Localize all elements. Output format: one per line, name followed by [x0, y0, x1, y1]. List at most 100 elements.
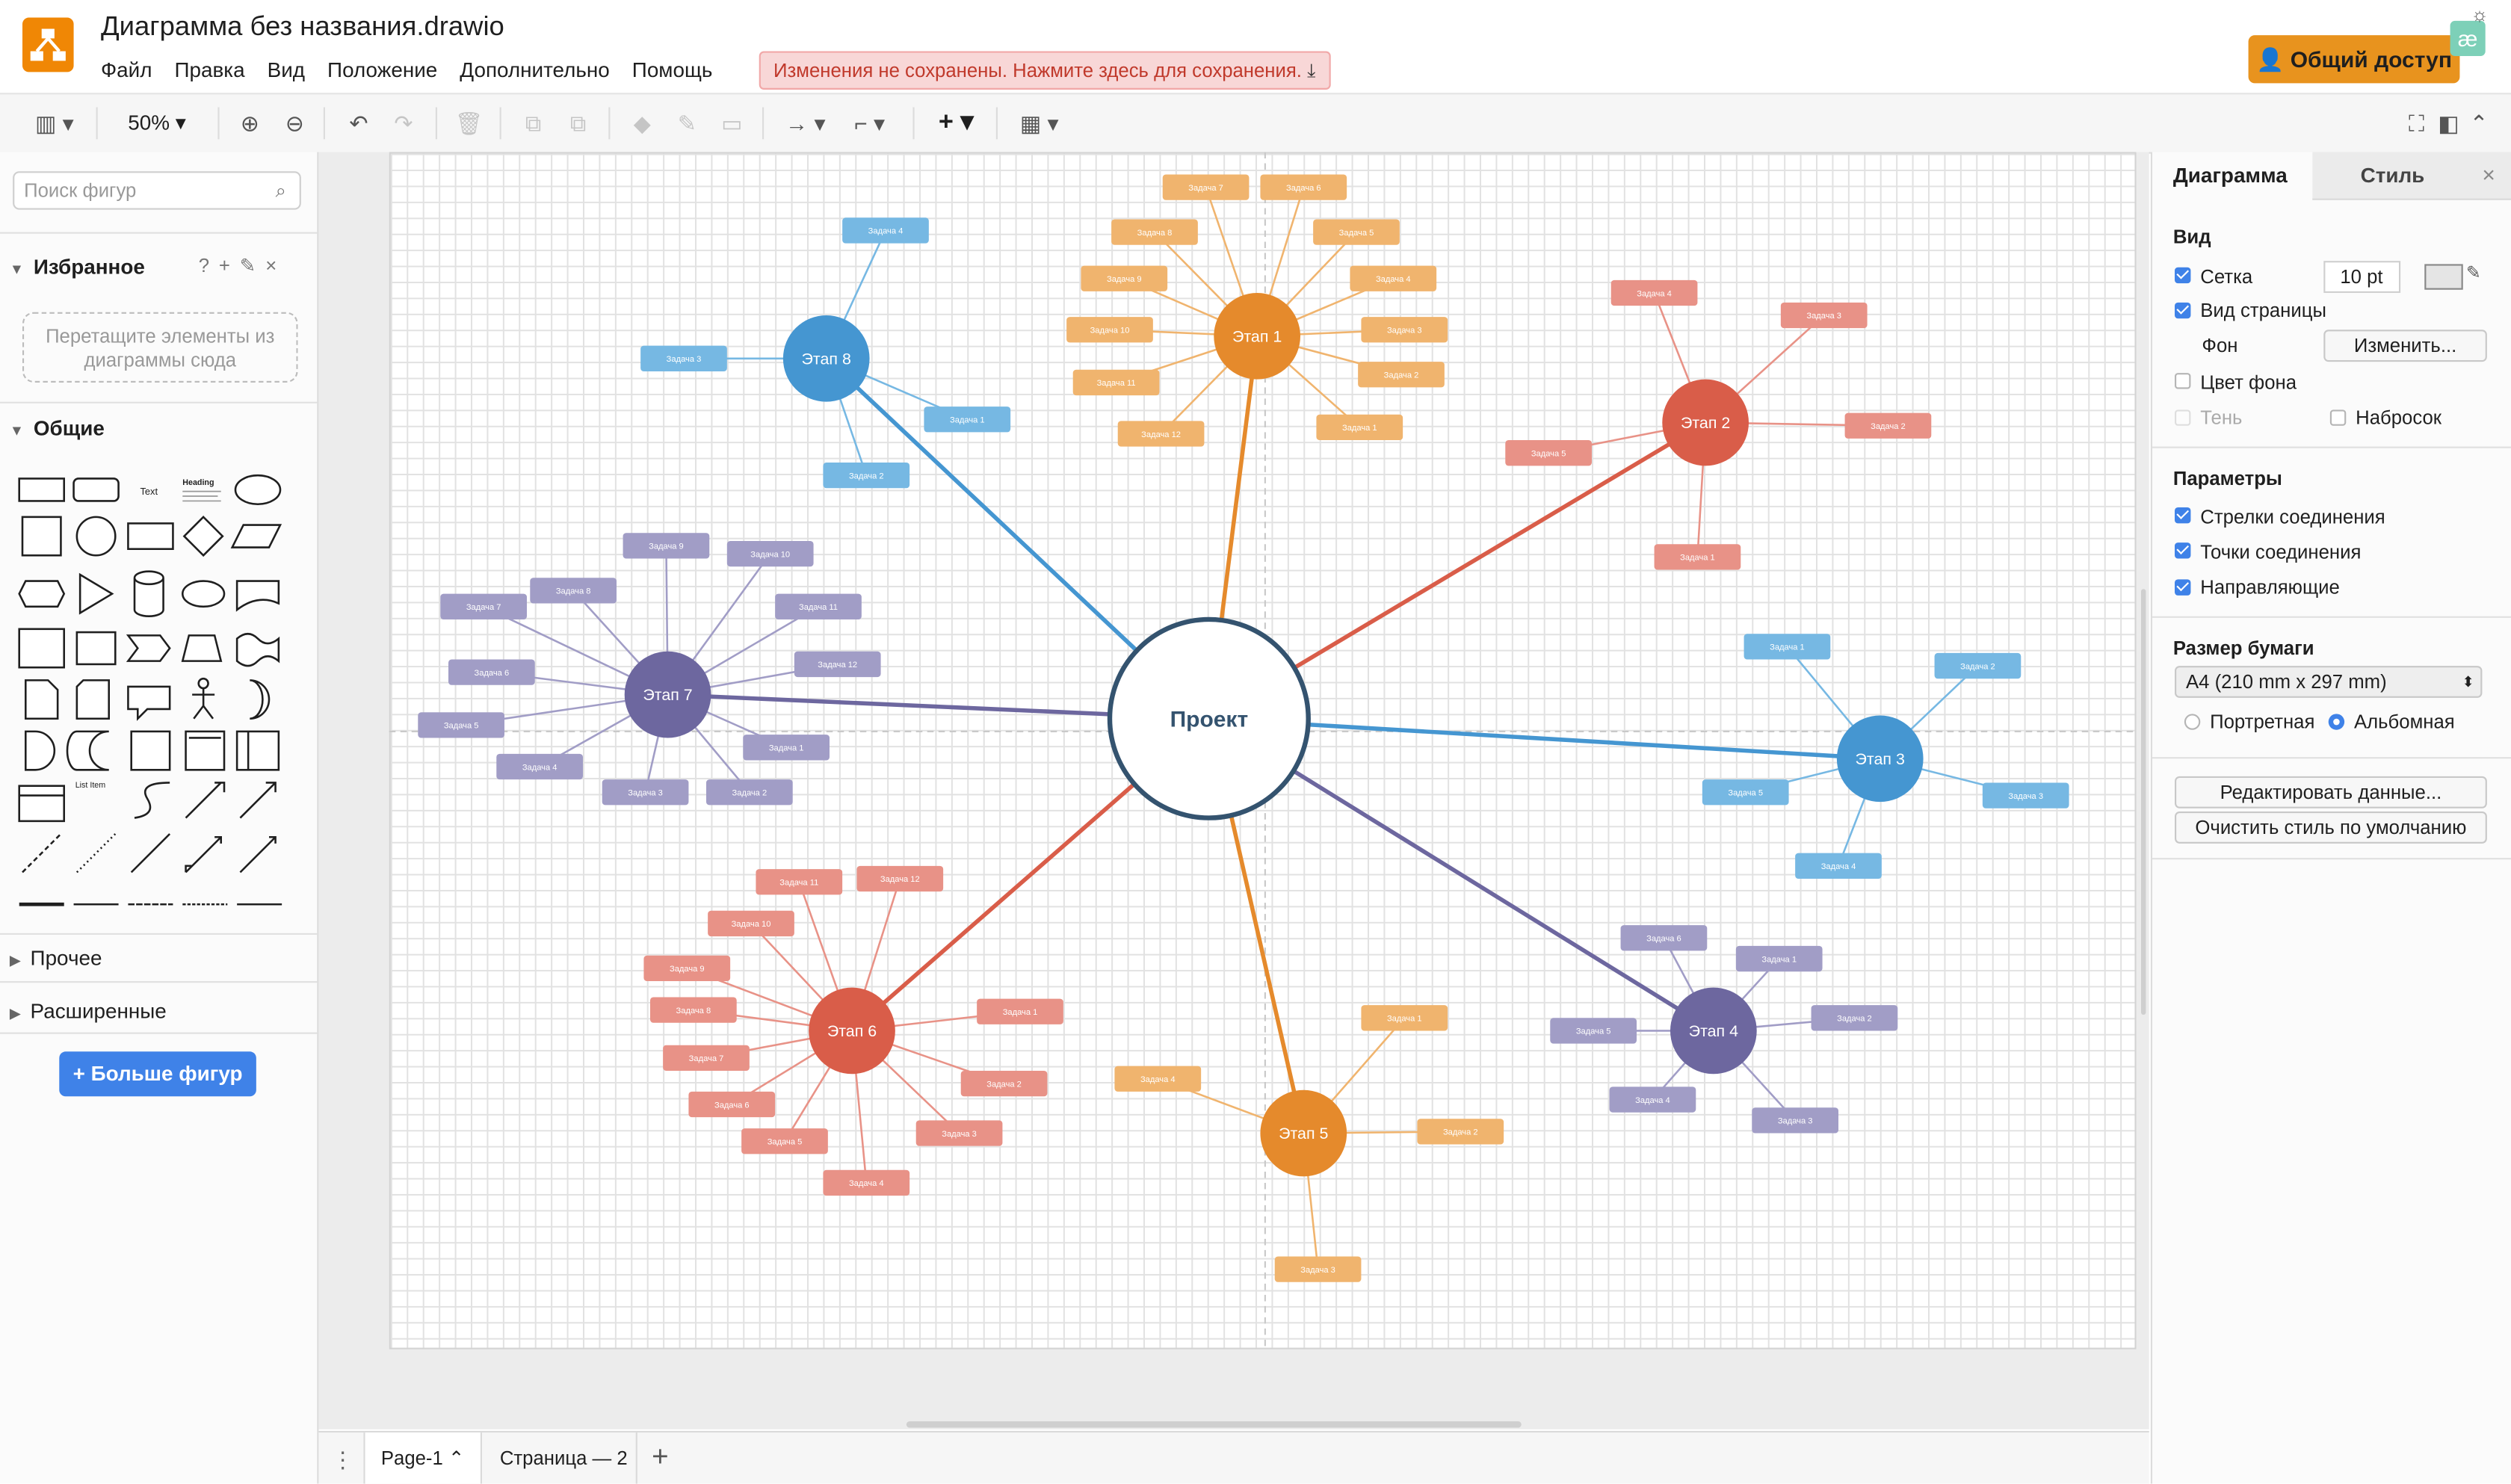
horizontal-scrollbar[interactable] [906, 1421, 1522, 1428]
format-panel-icon[interactable]: ◧ [2438, 110, 2459, 137]
edit-data-button[interactable]: Редактировать данные... [2175, 776, 2487, 809]
insert-plus-icon[interactable]: + ▾ [938, 108, 974, 137]
diagram-page[interactable] [389, 152, 2137, 1349]
shape-triangle[interactable] [78, 572, 114, 615]
menu-help[interactable]: Помощь [631, 58, 713, 82]
bg-color-checkbox[interactable] [2175, 373, 2191, 389]
zoom-out-icon[interactable]: ⊖ [285, 110, 304, 137]
grid-color-swatch[interactable] [2424, 264, 2463, 290]
menu-edit[interactable]: Правка [174, 58, 245, 82]
change-background-button[interactable]: Изменить... [2323, 330, 2487, 362]
shape-vertical-lane[interactable] [235, 730, 280, 771]
more-shapes-button[interactable]: + Больше фигур [59, 1051, 256, 1097]
page-tab-2[interactable]: Страница — 2 [492, 1432, 637, 1484]
shape-rounded-rectangle[interactable] [72, 477, 120, 502]
delete-icon[interactable]: 🗑 [454, 110, 484, 137]
connection-points-checkbox[interactable] [2175, 542, 2191, 559]
undo-icon[interactable]: ↶ [349, 110, 368, 137]
zoom-in-icon[interactable]: ⊕ [240, 110, 259, 137]
shape-text[interactable]: Text [140, 486, 158, 497]
shape-bidirectional-arrow[interactable] [185, 782, 226, 819]
add-icon[interactable]: + [218, 254, 240, 277]
general-header[interactable]: ▼Общие [9, 415, 105, 441]
page-view-checkbox[interactable] [2175, 302, 2191, 319]
shape-display[interactable] [66, 730, 109, 771]
grid-checkbox[interactable] [2175, 267, 2191, 284]
shape-or[interactable] [250, 679, 271, 720]
shape-diamond[interactable] [182, 516, 224, 557]
shape-document[interactable] [235, 580, 280, 612]
connection-style-icon[interactable]: → ▾ [785, 110, 826, 137]
sketch-checkbox[interactable] [2329, 409, 2347, 426]
edit-icon[interactable]: ✎ [239, 254, 266, 277]
add-page-icon[interactable]: + [652, 1440, 669, 1473]
shape-ellipse[interactable] [234, 474, 282, 506]
shape-step[interactable] [126, 634, 171, 662]
shape-hexagon[interactable] [18, 580, 66, 608]
close-panel-icon[interactable]: × [2482, 161, 2495, 188]
landscape-radio[interactable] [2328, 714, 2345, 730]
portrait-radio[interactable] [2184, 714, 2201, 730]
grid-size-input[interactable]: 10 pt [2323, 261, 2401, 293]
shape-circle[interactable] [75, 516, 117, 557]
search-icon[interactable]: ⌕ [275, 179, 287, 202]
menu-arrange[interactable]: Положение [327, 58, 438, 82]
chevron-up-icon[interactable]: ⌃ [448, 1447, 465, 1470]
shape-dotted-line[interactable] [75, 833, 117, 874]
menu-view[interactable]: Вид [267, 58, 306, 82]
shape-tape[interactable] [235, 632, 280, 667]
collapse-icon[interactable]: ⌃ [2469, 110, 2489, 137]
shape-heading[interactable]: Heading [182, 478, 214, 487]
guides-checkbox[interactable] [2175, 579, 2191, 596]
fill-color-icon[interactable]: ◆ [633, 110, 651, 137]
connection-arrows-checkbox[interactable] [2175, 507, 2191, 524]
shape-line[interactable] [130, 833, 171, 874]
menu-file[interactable]: Файл [101, 58, 152, 82]
shape-delay[interactable] [24, 730, 56, 771]
shape-cloud[interactable] [181, 580, 226, 608]
account-avatar[interactable]: æ [2450, 20, 2486, 56]
vertical-scrollbar[interactable] [2141, 589, 2146, 1015]
shape-link[interactable] [185, 835, 222, 874]
pages-menu-icon[interactable]: ⋮ [331, 1447, 354, 1473]
line-color-icon[interactable]: ✎ [677, 110, 697, 137]
unsaved-changes-notice[interactable]: Изменения не сохранены. Нажмите здесь дл… [759, 51, 1330, 90]
tab-style[interactable]: Стиль [2312, 152, 2511, 200]
clear-default-style-button[interactable]: Очистить стиль по умолчанию [2175, 811, 2487, 844]
shape-internal-storage[interactable] [130, 730, 171, 771]
menu-extras[interactable]: Дополнительно [460, 58, 610, 82]
tab-diagram[interactable]: Диаграмма [2152, 152, 2334, 200]
favorites-drop-zone[interactable]: Перетащите элементы из диаграммы сюда [22, 312, 298, 383]
shape-callout[interactable] [127, 685, 171, 721]
page-tab-1[interactable]: Page-1 ⌃ [363, 1432, 482, 1484]
shape-cube[interactable] [75, 631, 117, 666]
theme-toggle-icon[interactable]: ☼ [2471, 3, 2489, 26]
shape-parallelogram[interactable] [230, 524, 282, 548]
drawio-logo[interactable] [22, 17, 74, 72]
pencil-icon[interactable]: ✎ [2466, 264, 2481, 284]
shape-list[interactable] [18, 785, 65, 823]
shape-directional-connector[interactable] [239, 835, 277, 874]
share-button[interactable]: 👤 Общий доступ [2248, 35, 2460, 84]
close-icon[interactable]: × [265, 254, 287, 277]
zoom-select[interactable]: 50% ▾ [128, 110, 186, 135]
advanced-header[interactable]: ▶Расширенные [9, 998, 167, 1023]
paper-size-select[interactable]: A4 (210 mm x 297 mm)⬍ [2175, 666, 2483, 698]
table-icon[interactable]: ▦ ▾ [1019, 110, 1059, 137]
document-title[interactable]: Диаграмма без названия.drawio [101, 10, 504, 42]
shape-rectangle[interactable] [18, 477, 65, 502]
shadow-checkbox[interactable] [2175, 409, 2191, 426]
shape-trapezoid[interactable] [181, 634, 223, 662]
shadow-icon[interactable]: ▭ [721, 110, 743, 137]
redo-icon[interactable]: ↷ [394, 110, 413, 137]
help-icon[interactable]: ? [198, 254, 219, 277]
shape-note[interactable] [24, 679, 59, 720]
shape-list-item[interactable]: List Item [75, 781, 106, 790]
shape-curve[interactable] [134, 782, 170, 819]
other-header[interactable]: ▶Прочее [9, 945, 102, 971]
shape-square[interactable] [21, 516, 62, 557]
favorites-header[interactable]: ▼Избранное [9, 254, 145, 279]
shape-arrow[interactable] [239, 782, 277, 819]
fullscreen-icon[interactable]: ⛶ [2409, 110, 2425, 137]
format-panel-toggle-icon[interactable]: ▥ ▾ [34, 110, 74, 137]
